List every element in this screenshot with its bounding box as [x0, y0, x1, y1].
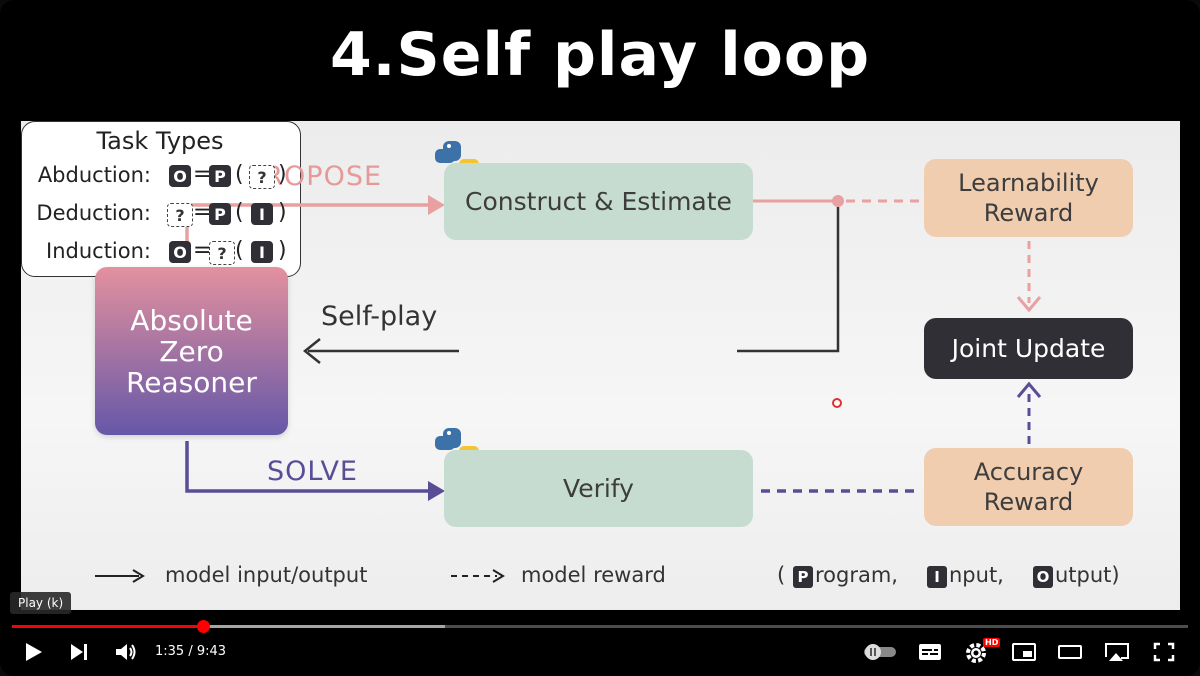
legend-input-text: nput,: [949, 563, 1004, 587]
progress-played: [12, 625, 204, 628]
legend-program-text: rogram,: [815, 563, 898, 587]
accuracy-reward-box: Accuracy Reward: [924, 448, 1133, 526]
current-time: 1:35: [155, 644, 185, 659]
subtitles-button[interactable]: [916, 640, 944, 664]
accuracy-line-1: Accuracy: [973, 458, 1084, 486]
learnability-reward-box: Learnability Reward: [924, 159, 1133, 237]
close-paren: ): [278, 238, 287, 263]
open-paren: (: [235, 238, 244, 263]
legend-output-symbol: O: [1033, 566, 1053, 588]
miniplayer-button[interactable]: [1010, 640, 1038, 664]
next-icon: [71, 644, 87, 660]
cursor-dot: [832, 398, 842, 408]
solve-arrow: [185, 441, 434, 493]
legend-input-symbol: I: [927, 566, 947, 588]
autoplay-toggle[interactable]: [862, 640, 898, 664]
legend-dashed-arrowhead: [492, 569, 505, 583]
legend-open-paren: (: [777, 563, 786, 587]
autoplay-toggle-icon: [864, 644, 896, 660]
video-overlay-title: 4.Self play loop: [329, 20, 871, 90]
output-symbol: O: [169, 241, 191, 263]
progress-scrubber[interactable]: [197, 620, 211, 633]
program-symbol: P: [209, 203, 231, 225]
azr-line-2: Zero: [159, 334, 224, 368]
cast-icon: [1105, 643, 1129, 661]
volume-icon: [116, 644, 136, 660]
play-icon: [26, 643, 42, 661]
learnability-to-joint-arrowhead: [1016, 296, 1042, 313]
input-symbol: I: [251, 241, 273, 263]
task-types-box: Task Types Abduction: O = P ( ? ) Deduct…: [21, 121, 301, 277]
legend-solid-arrowhead: [132, 569, 145, 583]
joint-update-box: Joint Update: [924, 318, 1133, 379]
task-label: Induction:: [46, 239, 151, 263]
open-paren: (: [235, 162, 244, 187]
play-button[interactable]: [20, 640, 46, 664]
progress-buffered: [12, 625, 445, 628]
legend-output-text: utput): [1055, 563, 1120, 587]
hd-badge: HD: [983, 638, 1001, 647]
azr-line-3: Reasoner: [126, 365, 257, 399]
learnability-line-2: Reward: [983, 199, 1074, 227]
task-types-title: Task Types: [96, 127, 224, 155]
task-row-deduction: Deduction: ? = P ( I ): [21, 199, 299, 229]
equals-sign: =: [193, 162, 212, 187]
legend-model-io: model input/output: [165, 563, 368, 587]
learnability-line-1: Learnability: [958, 169, 1099, 197]
close-paren: ): [278, 162, 287, 187]
time-display: 1:35 / 9:43: [155, 644, 226, 659]
task-row-induction: Induction: O = ? ( I ): [21, 237, 299, 267]
legend-program-symbol: P: [793, 566, 813, 588]
task-row-abduction: Abduction: O = P ( ? ): [21, 161, 299, 191]
fullscreen-icon: [1153, 642, 1175, 662]
next-button[interactable]: [66, 640, 92, 664]
task-label: Deduction:: [36, 201, 151, 225]
unknown-symbol: ?: [249, 165, 275, 189]
duration: 9:43: [196, 644, 227, 659]
solve-arrowhead: [428, 481, 445, 501]
time-separator: /: [188, 644, 193, 659]
miniplayer-icon: [1012, 643, 1036, 661]
program-symbol: P: [209, 165, 231, 187]
input-symbol: I: [251, 203, 273, 225]
equals-sign: =: [193, 238, 212, 263]
self-play-arrowhead: [302, 338, 321, 364]
slide: PROPOSE SOLVE Self-play Absolute Zero Re…: [21, 121, 1180, 610]
theater-mode-button[interactable]: [1056, 640, 1084, 664]
cast-button[interactable]: [1102, 640, 1132, 664]
junction-dot: [832, 195, 844, 207]
output-symbol: O: [169, 165, 191, 187]
gear-icon: [966, 643, 986, 663]
unknown-symbol: ?: [209, 241, 235, 265]
self-play-loop-line: [737, 207, 840, 353]
construct-estimate-box: Construct & Estimate: [444, 163, 753, 240]
self-play-label: Self-play: [321, 301, 438, 332]
absolute-zero-reasoner-box: Absolute Zero Reasoner: [95, 267, 288, 435]
unknown-symbol: ?: [167, 203, 193, 227]
open-paren: (: [235, 200, 244, 225]
equals-sign: =: [193, 200, 212, 225]
accuracy-line-2: Reward: [983, 488, 1074, 516]
progress-bar[interactable]: [12, 625, 1188, 628]
subtitles-icon: [919, 644, 941, 660]
task-label: Abduction:: [37, 163, 151, 187]
accuracy-to-joint-arrowhead: [1016, 381, 1042, 398]
volume-button[interactable]: [112, 640, 140, 664]
legend-model-reward: model reward: [521, 563, 666, 587]
azr-line-1: Absolute: [130, 303, 253, 337]
close-paren: ): [278, 200, 287, 225]
fullscreen-button[interactable]: [1150, 640, 1178, 664]
verify-box: Verify: [444, 450, 753, 527]
propose-arrowhead: [428, 195, 445, 215]
play-tooltip: Play (k): [10, 592, 72, 614]
theater-icon: [1058, 645, 1082, 659]
solve-label: SOLVE: [267, 456, 358, 487]
settings-button[interactable]: HD: [962, 638, 1001, 664]
